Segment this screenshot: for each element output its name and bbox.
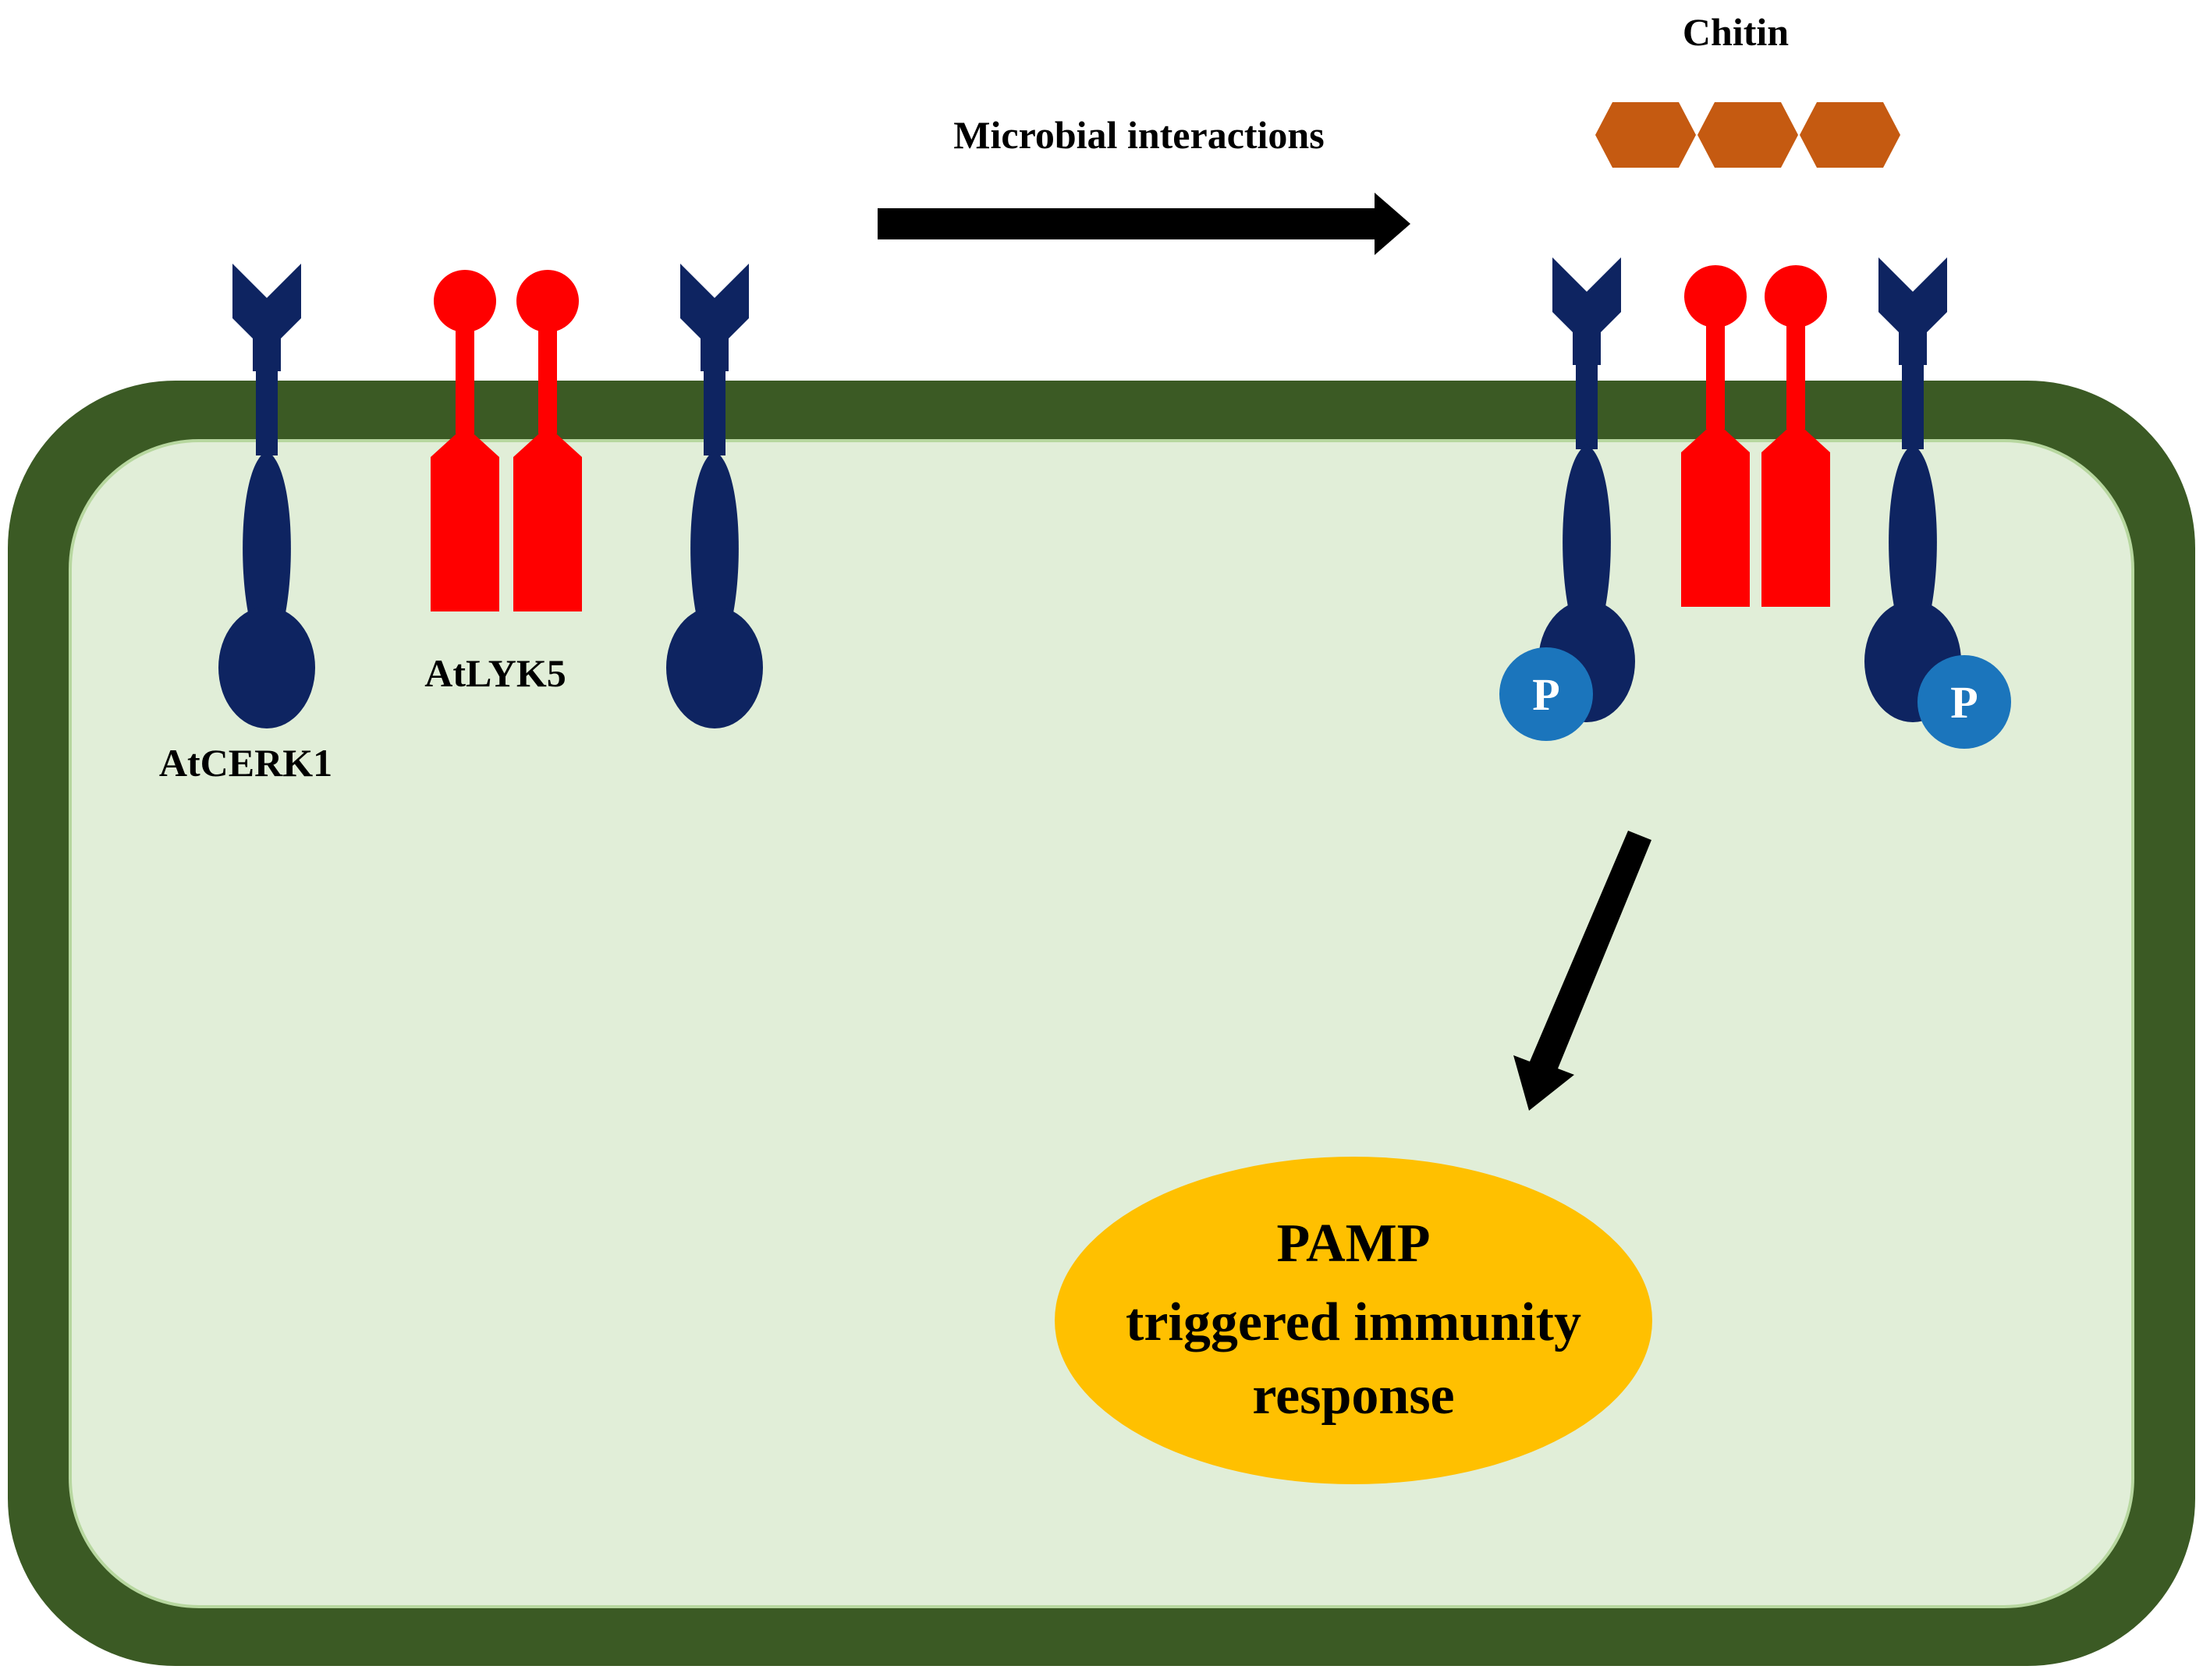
phosphate-icon-left: P — [1499, 647, 1593, 741]
phosphate-label-right: P — [1950, 677, 1978, 728]
chitin-hexagon-2 — [1697, 102, 1798, 168]
chitin-label: Chitin — [1683, 10, 1789, 54]
response-line-3: response — [1252, 1366, 1454, 1426]
cerk1-label: AtCERK1 — [159, 741, 332, 785]
microbial-interactions-arrow — [878, 193, 1410, 255]
immunity-response-ellipse — [1055, 1157, 1652, 1484]
lyk5-label: AtLYK5 — [424, 651, 566, 695]
phosphate-label-left: P — [1532, 669, 1559, 720]
chitin-hexagon-1 — [1595, 102, 1696, 168]
response-line-2: triggered immunity — [1126, 1292, 1581, 1352]
cytoplasm — [69, 439, 2134, 1608]
signaling-arrow — [1513, 831, 1651, 1111]
chitin-hexagon-3 — [1800, 102, 1900, 168]
phosphate-icon-right: P — [1917, 655, 2011, 749]
response-line-1: PAMP — [1277, 1214, 1431, 1274]
chitin-icon — [1595, 102, 1900, 168]
microbial-interactions-label: Microbial interactions — [953, 113, 1324, 157]
